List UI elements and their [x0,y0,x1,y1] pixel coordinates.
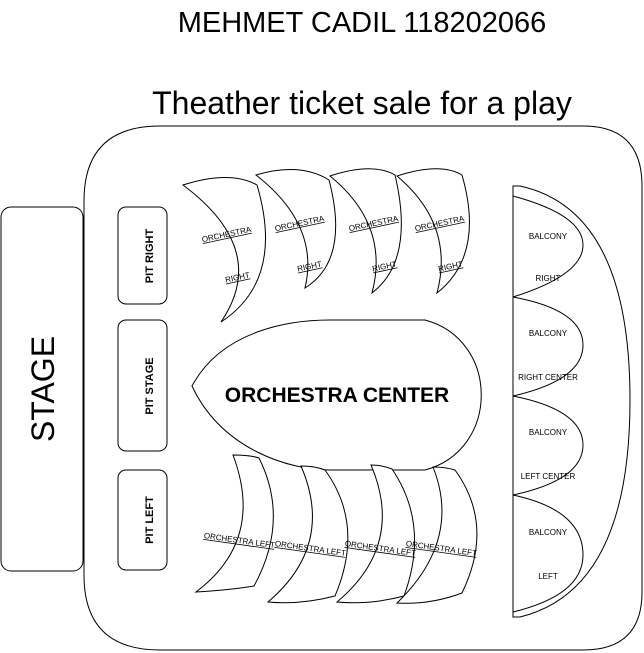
pit-left-section[interactable]: PIT LEFT [117,469,168,571]
orchestra-right-section[interactable]: ORCHESTRA RIGHT [181,177,267,323]
balcony-right-center-section[interactable]: BALCONY RIGHT CENTER [512,296,584,397]
orchestra-center-section[interactable]: ORCHESTRA CENTER [191,319,482,471]
balcony-left-line1: BALCONY [529,528,568,537]
stage-label: STAGE [25,336,61,442]
orchestra-center-label: ORCHESTRA CENTER [225,384,449,407]
pit-left-label: PIT LEFT [144,496,156,544]
stage-section[interactable]: STAGE [0,206,84,572]
balcony-left-center-line1: BALCONY [529,428,568,437]
orchestra-right-section[interactable]: ORCHESTRA RIGHT [254,169,337,290]
balcony-right-center-line2: RIGHT CENTER [518,373,578,382]
balcony-left-section[interactable]: BALCONY LEFT [512,494,584,613]
balcony-right-center-line1: BALCONY [529,329,568,338]
balcony-right-section[interactable]: BALCONY RIGHT [512,195,584,298]
balcony-right-line1: BALCONY [529,232,568,241]
pit-stage-section[interactable]: PIT STAGE [117,319,168,452]
balcony-left-center-section[interactable]: BALCONY LEFT CENTER [512,395,584,496]
pit-right-section[interactable]: PIT RIGHT [117,206,168,305]
orchestra-right-section[interactable]: ORCHESTRA RIGHT [328,168,402,295]
page-title: MEHMET CADIL 118202066 [178,7,547,39]
page-subtitle: Theather ticket sale for a play [152,85,572,121]
balcony-right-line2: RIGHT [536,274,561,283]
pit-right-label: PIT RIGHT [144,229,156,284]
balcony-left-center-line2: LEFT CENTER [521,472,576,481]
pit-stage-label: PIT STAGE [144,357,156,414]
balcony-left-line2: LEFT [538,572,558,581]
